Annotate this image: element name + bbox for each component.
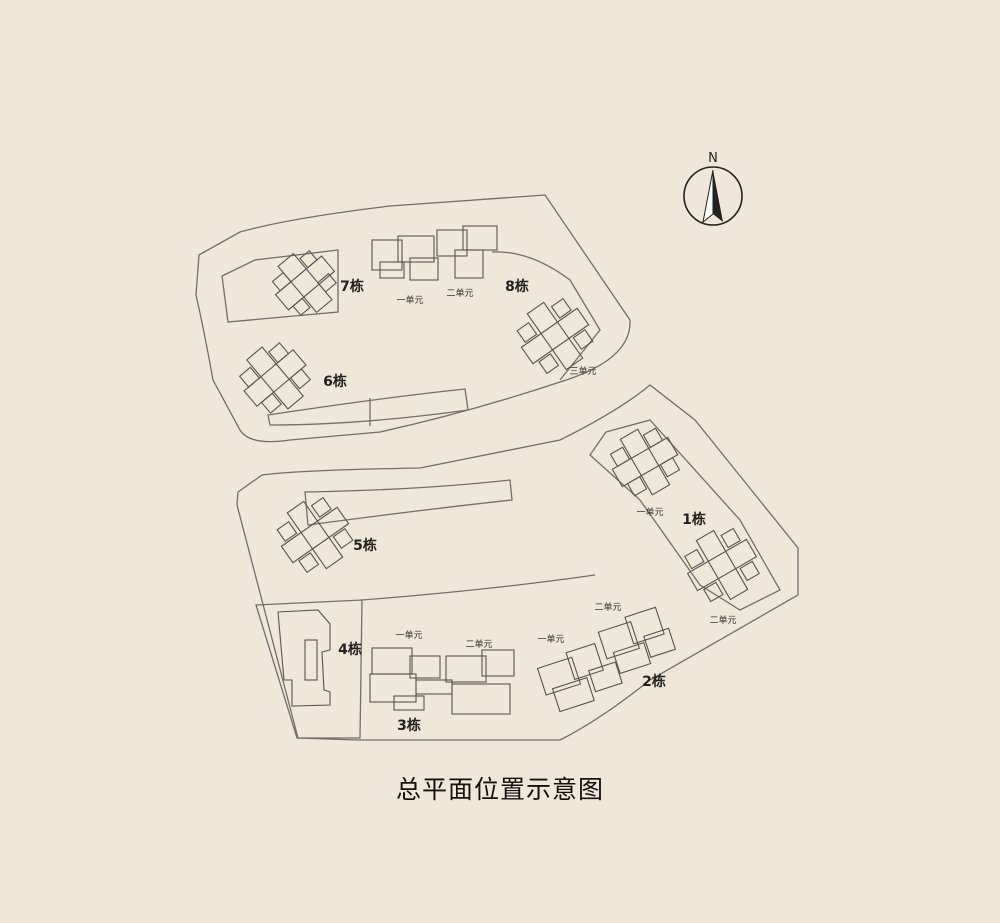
building-7-label: 7栋 xyxy=(340,278,364,295)
unit-label: 二单元 xyxy=(709,614,736,626)
building-3-footprint xyxy=(369,647,515,715)
building-2-footprint xyxy=(536,606,677,713)
building-2-label: 2栋 xyxy=(642,673,666,690)
unit-label: 二单元 xyxy=(446,287,473,299)
unit-label: 二单元 xyxy=(594,601,621,613)
building-8-label: 8栋 xyxy=(505,278,529,295)
building-3-label: 3栋 xyxy=(397,717,421,734)
south-lot-boundary xyxy=(236,384,799,741)
unit-label: 三单元 xyxy=(569,365,596,377)
unit-label: 一单元 xyxy=(537,633,564,645)
north-lot-strip xyxy=(267,388,469,426)
unit-label: 一单元 xyxy=(395,629,422,641)
north-arrow-icon: N xyxy=(683,151,743,226)
building-1-zone xyxy=(589,419,781,611)
building-5-label: 5栋 xyxy=(353,537,377,554)
north-label: N xyxy=(708,151,718,166)
unit-label: 一单元 xyxy=(636,506,663,518)
west-north-parcel xyxy=(221,249,339,323)
building-7-footprint xyxy=(271,249,338,317)
map-caption: 总平面位置示意图 xyxy=(395,775,604,804)
building-8-footprint xyxy=(371,225,594,375)
building-1-footprint xyxy=(609,427,761,603)
unit-label: 一单元 xyxy=(396,294,423,306)
south-lot-strip xyxy=(304,479,513,526)
building-4-parcel xyxy=(255,599,363,739)
building-6-footprint xyxy=(238,342,312,414)
unit-label: 二单元 xyxy=(465,638,492,650)
building-4-label: 4栋 xyxy=(338,641,362,658)
north-lot-boundary xyxy=(195,194,631,443)
building-5-footprint xyxy=(276,496,354,574)
building-1-label: 1栋 xyxy=(682,511,706,528)
building-3-frontage-line xyxy=(361,574,596,601)
building-6-label: 6栋 xyxy=(323,373,347,390)
building-4-footprint xyxy=(277,609,331,707)
lot-boundaries xyxy=(195,194,799,741)
building-8-courtyard xyxy=(491,251,601,381)
